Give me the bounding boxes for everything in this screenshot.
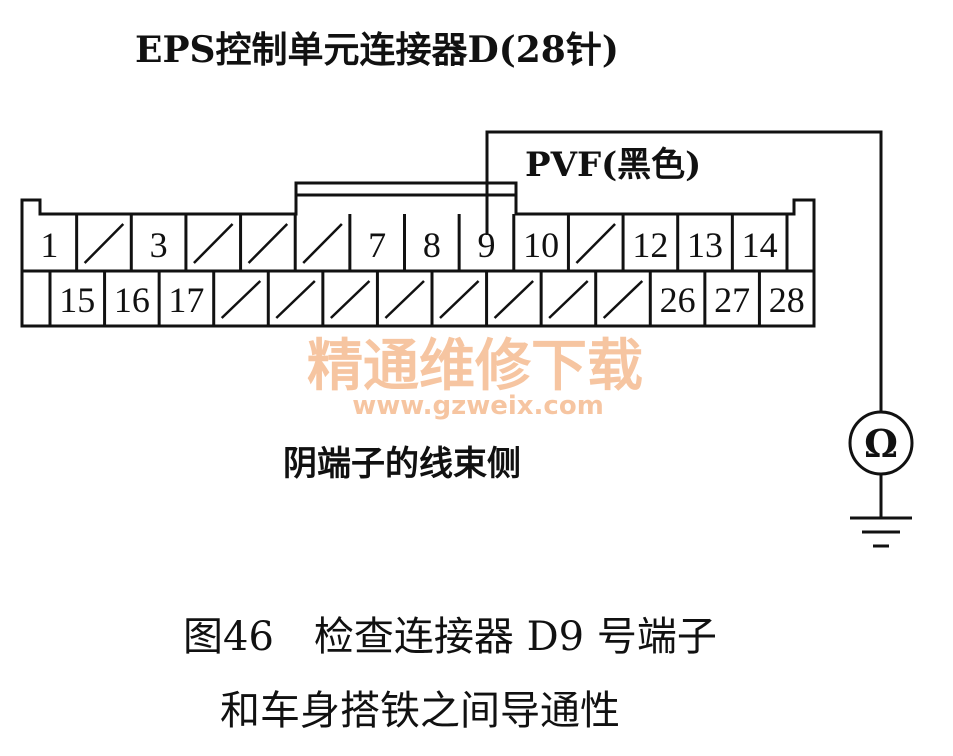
ground-icon [850,516,912,548]
pin-cell-27: 27 [714,271,761,326]
pin-cell-17: 17 [168,271,216,326]
pin-number: 13 [687,225,723,265]
figure-caption-line1: 图46 检查连接器 D9 号端子 [183,614,717,660]
pin-cell-empty [220,271,270,326]
empty-cavity-slash [329,280,371,319]
empty-cavity-slash [275,280,316,319]
pin-cell-26: 26 [660,271,707,326]
empty-cavity-slash [602,280,644,319]
empty-cavity-slash [302,223,343,264]
empty-cavity-slash [384,280,425,319]
empty-cavity-slash [193,223,234,264]
watermark-name: 精通维修下载 [307,334,643,399]
empty-cavity-slash [548,280,589,319]
ohm-symbol: Ω [864,421,898,466]
empty-cavity-slash [83,223,125,264]
pin-number: 28 [769,280,805,320]
pin-cell-empty [493,271,543,326]
pin-cell-10: 10 [523,214,570,271]
pin-cell-28: 28 [769,271,816,326]
pin-cell-empty [384,271,434,326]
pin-cell-empty [275,271,325,326]
pin-number: 9 [477,225,495,265]
pin-cell-8: 8 [423,214,461,271]
pin-number: 26 [660,280,696,320]
pin-cell-16: 16 [114,271,161,326]
wire-label: PVF(黑色) [525,145,701,185]
pin-cell-empty [329,271,379,326]
empty-cavity-slash [439,280,480,319]
empty-cavity-slash [247,223,289,264]
pin-number: 10 [523,225,559,265]
pin-cell-14: 14 [742,214,789,271]
pin-cell-1: 1 [40,214,79,271]
pin-number: 14 [742,225,778,265]
pin-number: 1 [40,225,58,265]
pin-cell-empty [548,271,598,326]
pin-number: 15 [59,280,95,320]
pin-cell-empty [83,214,133,271]
pin-number: 17 [168,280,204,320]
pin-number: 8 [423,225,441,265]
connector-side-label: 阴端子的线束侧 [283,444,521,484]
pin-cell-12: 12 [632,214,680,271]
wire-to-meter [485,130,883,414]
pin-cell-empty [575,214,625,271]
pin-cell-3: 3 [150,214,188,271]
empty-cavity-slash [493,280,535,319]
empty-cavity-slash [575,223,616,264]
watermark-url: www.gzweix.com [352,391,604,421]
pin-number: 3 [150,225,168,265]
probe-wire [485,130,883,414]
pin-number: 16 [114,280,150,320]
ohmmeter: Ω [848,410,914,518]
pin-cell-13: 13 [687,214,734,271]
pin-cell-empty [602,271,652,326]
pin-cell-15: 15 [59,271,107,326]
pin-number: 7 [368,225,386,265]
figure-caption-line2: 和车身搭铁之间导通性 [220,688,620,734]
pin-number: 12 [632,225,668,265]
empty-cavity-slash [220,280,262,319]
diagram-title: EPS控制单元连接器D(28针) [135,29,619,71]
pin-cell-9: 9 [477,214,516,271]
pin-number: 27 [714,280,750,320]
pin-cell-7: 7 [368,214,406,271]
pin-cell-empty [193,214,243,271]
pin-cell-empty [247,214,297,271]
pin-cell-empty [439,271,489,326]
pin-cell-empty [302,214,352,271]
